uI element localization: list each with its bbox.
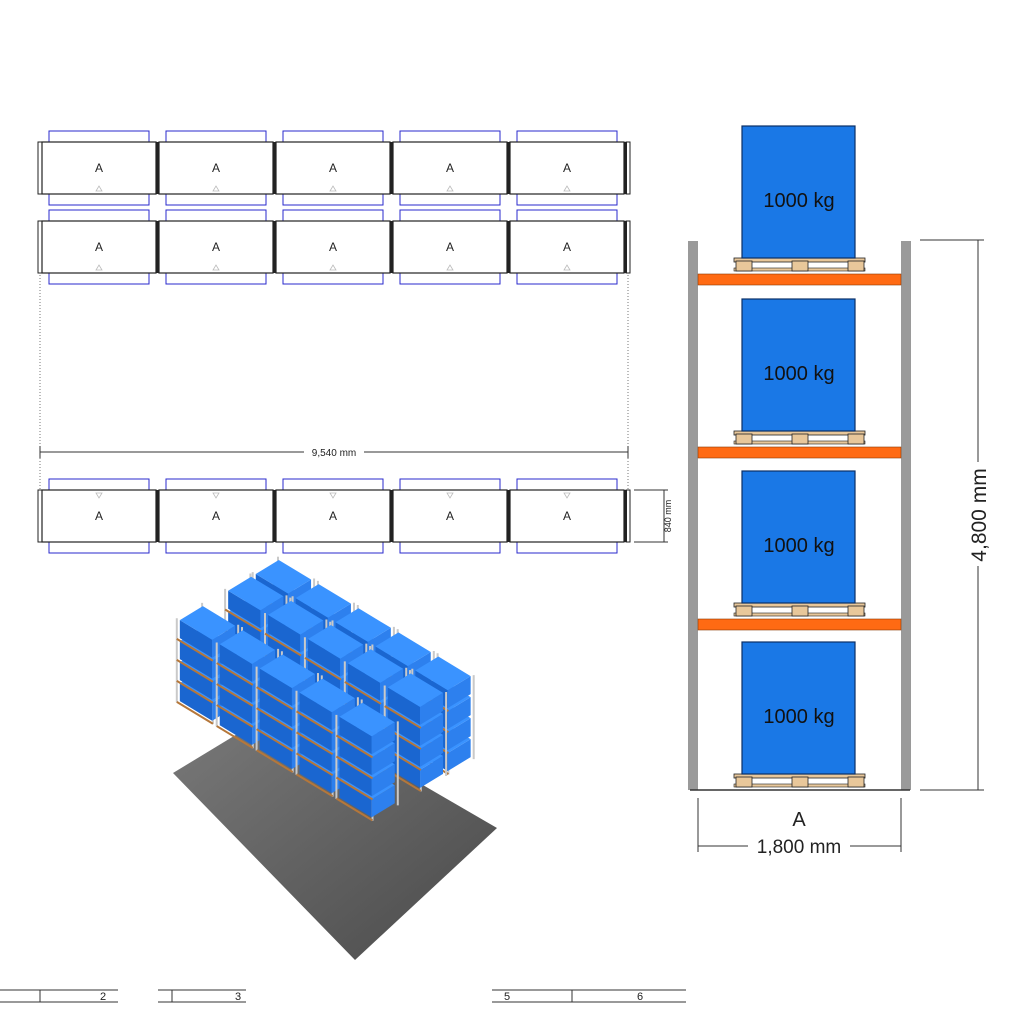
plan-bay: A — [158, 130, 276, 206]
plan-bay-label: A — [329, 240, 337, 254]
title-block: 2 3 5 6 — [0, 989, 686, 1003]
plan-bay-label: A — [563, 240, 571, 254]
plan-bay: A — [509, 478, 627, 554]
plan-bay: A — [392, 478, 510, 554]
plan-bay: A — [158, 209, 276, 285]
rack-level-1: 1000 kg — [733, 641, 866, 788]
plan-bay-label: A — [446, 240, 454, 254]
load-weight-label: 1000 kg — [763, 190, 834, 212]
plan-bay-label: A — [329, 509, 337, 523]
plan-bay: A — [41, 478, 159, 554]
plan-bay: A — [275, 478, 393, 554]
plan-bay-label: A — [212, 509, 220, 523]
beam — [697, 618, 902, 631]
plan-bay: A — [509, 209, 627, 285]
beam — [697, 446, 902, 459]
plan-bay-label: A — [95, 161, 103, 175]
plan-bay-label: A — [446, 509, 454, 523]
height-dimension: 4,800 mm — [920, 239, 992, 791]
plan-bay: A — [41, 130, 159, 206]
plan-bay: A — [392, 130, 510, 206]
load-weight-label: 1000 kg — [763, 535, 834, 557]
title-block-number-5: 5 — [504, 991, 510, 1003]
load-box — [741, 125, 856, 259]
plan-bay: A — [41, 209, 159, 285]
plan-bay: A — [275, 209, 393, 285]
load-box — [741, 641, 856, 775]
elevation-bay-label: A — [792, 809, 806, 831]
plan-bay: A — [158, 478, 276, 554]
rack-level-2: 1000 kg — [697, 470, 902, 631]
depth-dimension-label: 840 mm — [663, 500, 673, 533]
plan-bay-label: A — [212, 240, 220, 254]
width-dimension: 1,800 mm — [697, 798, 902, 858]
plan-bay: A — [509, 130, 627, 206]
rack-level-3: 1000 kg — [697, 298, 902, 459]
beam — [697, 273, 902, 286]
width-dimension-label: 1,800 mm — [757, 837, 841, 858]
plan-view: A A A A A A A A A A A A A A A 9,540 mm 840 mm — [37, 130, 673, 554]
height-dimension-label: 4,800 mm — [968, 468, 991, 561]
title-block-number-3: 3 — [235, 991, 241, 1003]
left-upright — [688, 241, 698, 790]
plan-bay-label: A — [563, 509, 571, 523]
length-dimension-label: 9,540 mm — [312, 448, 356, 459]
isometric-3d-view — [173, 556, 497, 960]
load-box — [741, 470, 856, 604]
title-block-number-6: 6 — [637, 991, 643, 1003]
warehouse-floor — [173, 705, 497, 960]
plan-bay-label: A — [446, 161, 454, 175]
load-weight-label: 1000 kg — [763, 706, 834, 728]
load-box — [741, 298, 856, 432]
title-block-number-2: 2 — [100, 991, 106, 1003]
plan-bay-label: A — [95, 240, 103, 254]
plan-bay-label: A — [212, 161, 220, 175]
plan-bay-label: A — [329, 161, 337, 175]
plan-bay-label: A — [563, 161, 571, 175]
depth-dimension: 840 mm — [634, 489, 673, 543]
right-upright — [901, 241, 911, 790]
iso-rack-row-1 — [175, 602, 399, 822]
plan-bay-label: A — [95, 509, 103, 523]
rack-level-4: 1000 kg — [697, 125, 902, 286]
length-dimension: 9,540 mm — [39, 446, 629, 459]
plan-bay: A — [392, 209, 510, 285]
plan-bay: A — [275, 130, 393, 206]
load-weight-label: 1000 kg — [763, 363, 834, 385]
